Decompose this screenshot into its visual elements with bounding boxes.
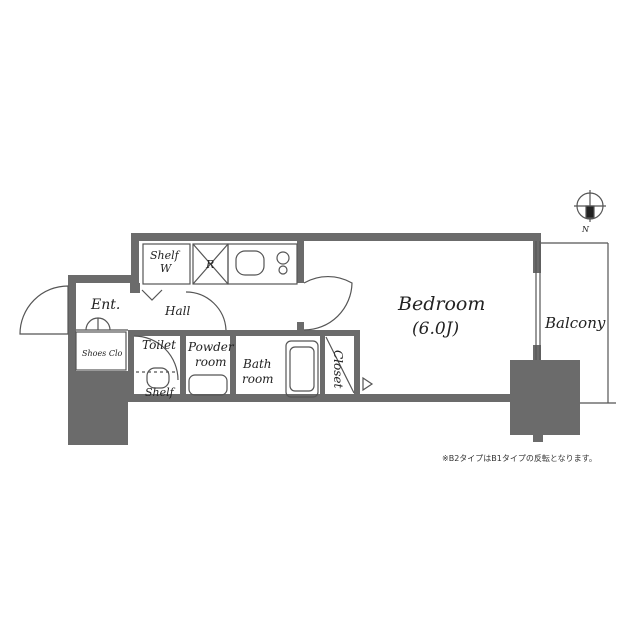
- refrigerator-label: R: [205, 258, 214, 271]
- closet-door-mark: [362, 376, 374, 392]
- toilet-shelf-label: Shelf: [145, 386, 176, 399]
- walls: [68, 233, 580, 445]
- bedroom-door: [303, 276, 353, 331]
- bath-room-label-2: room: [242, 372, 274, 386]
- bathtub: [285, 340, 319, 398]
- hall-arrow: [141, 289, 163, 301]
- floor-plan-note: ※B2タイプはB1タイプの反転となります。: [442, 454, 597, 463]
- stove-icon: [278, 265, 288, 275]
- bath-room-label-1: Bath: [242, 357, 272, 371]
- sink: [235, 250, 265, 276]
- compass-north-label: N: [581, 225, 590, 234]
- compass: [574, 190, 606, 222]
- hall-door: [185, 291, 227, 331]
- shelf-label: Shelf: [150, 249, 181, 262]
- bedroom-label: Bedroom: [397, 293, 485, 315]
- balcony-label: Balcony: [544, 314, 606, 332]
- stove-icon: [276, 251, 290, 265]
- powder-room-label-1: Powder: [187, 340, 235, 354]
- fixtures: [146, 250, 319, 398]
- closet-label: Closet: [331, 350, 345, 389]
- doors: [19, 276, 374, 392]
- powder-room-label-2: room: [195, 355, 227, 369]
- shoes-closet-label: Shoes Clo: [82, 349, 123, 358]
- toilet-label: Toilet: [142, 338, 176, 352]
- entrance-label: Ent.: [90, 297, 120, 313]
- entrance-door: [19, 285, 69, 335]
- washer-label: W: [160, 262, 173, 275]
- toilet-door: [133, 335, 179, 381]
- washbasin: [188, 374, 228, 396]
- shoes-door: [85, 317, 111, 331]
- interior-lines: [75, 241, 616, 404]
- hall-label: Hall: [164, 304, 190, 318]
- toilet-bowl: [146, 367, 170, 389]
- bedroom-size-label: (6.0J): [412, 319, 459, 339]
